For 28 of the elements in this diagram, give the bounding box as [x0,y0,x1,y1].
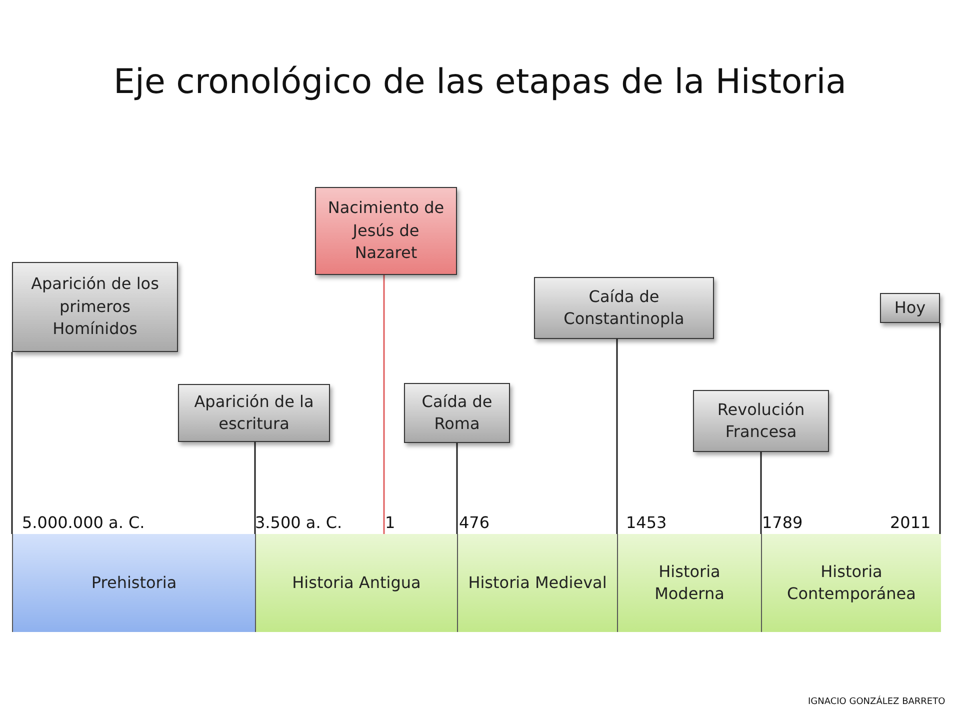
period-band: Prehistoria [12,534,255,632]
author-credit: IGNACIO GONZÁLEZ BARRETO [808,697,946,707]
event-box: Caída de Constantinopla [534,277,714,339]
year-label: 2011 [890,513,931,532]
period-band: Historia Medieval [457,534,617,632]
leader-line [254,442,256,534]
event-box: Hoy [880,293,940,323]
event-box: Aparición de la escritura [178,384,330,442]
period-band: Historia Moderna [617,534,761,632]
event-box: Nacimiento de Jesús de Nazaret [315,187,457,275]
period-band: Historia Contemporánea [761,534,941,632]
leader-line [939,323,941,534]
year-label: 1789 [762,513,803,532]
year-label: 476 [459,513,490,532]
year-label: 1453 [626,513,667,532]
event-box: Caída de Roma [404,383,510,443]
leader-line [456,443,458,534]
event-box: Aparición de los primeros Homínidos [12,262,178,352]
year-label: 5.000.000 a. C. [22,513,145,532]
leader-line [616,339,618,534]
leader-line [383,275,385,534]
leader-line [760,452,762,534]
year-label: 3.500 a. C. [255,513,342,532]
period-band: Historia Antigua [255,534,457,632]
event-box: Revolución Francesa [693,390,829,452]
leader-line [11,352,13,534]
title: Eje cronológico de las etapas de la Historia [112,62,848,102]
year-label: 1 [385,513,396,532]
